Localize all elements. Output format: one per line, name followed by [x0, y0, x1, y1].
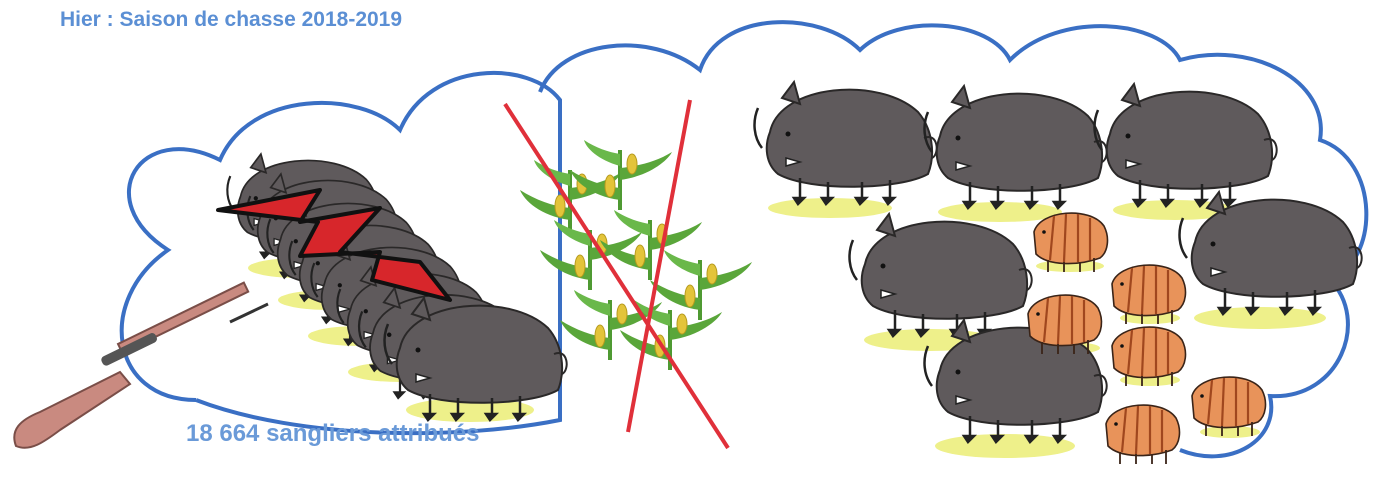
attributed-count-label: 18 664 sangliers attribués [186, 420, 479, 448]
page-title: Hier : Saison de chasse 2018-2019 [60, 8, 402, 32]
corn-plants [520, 140, 752, 370]
